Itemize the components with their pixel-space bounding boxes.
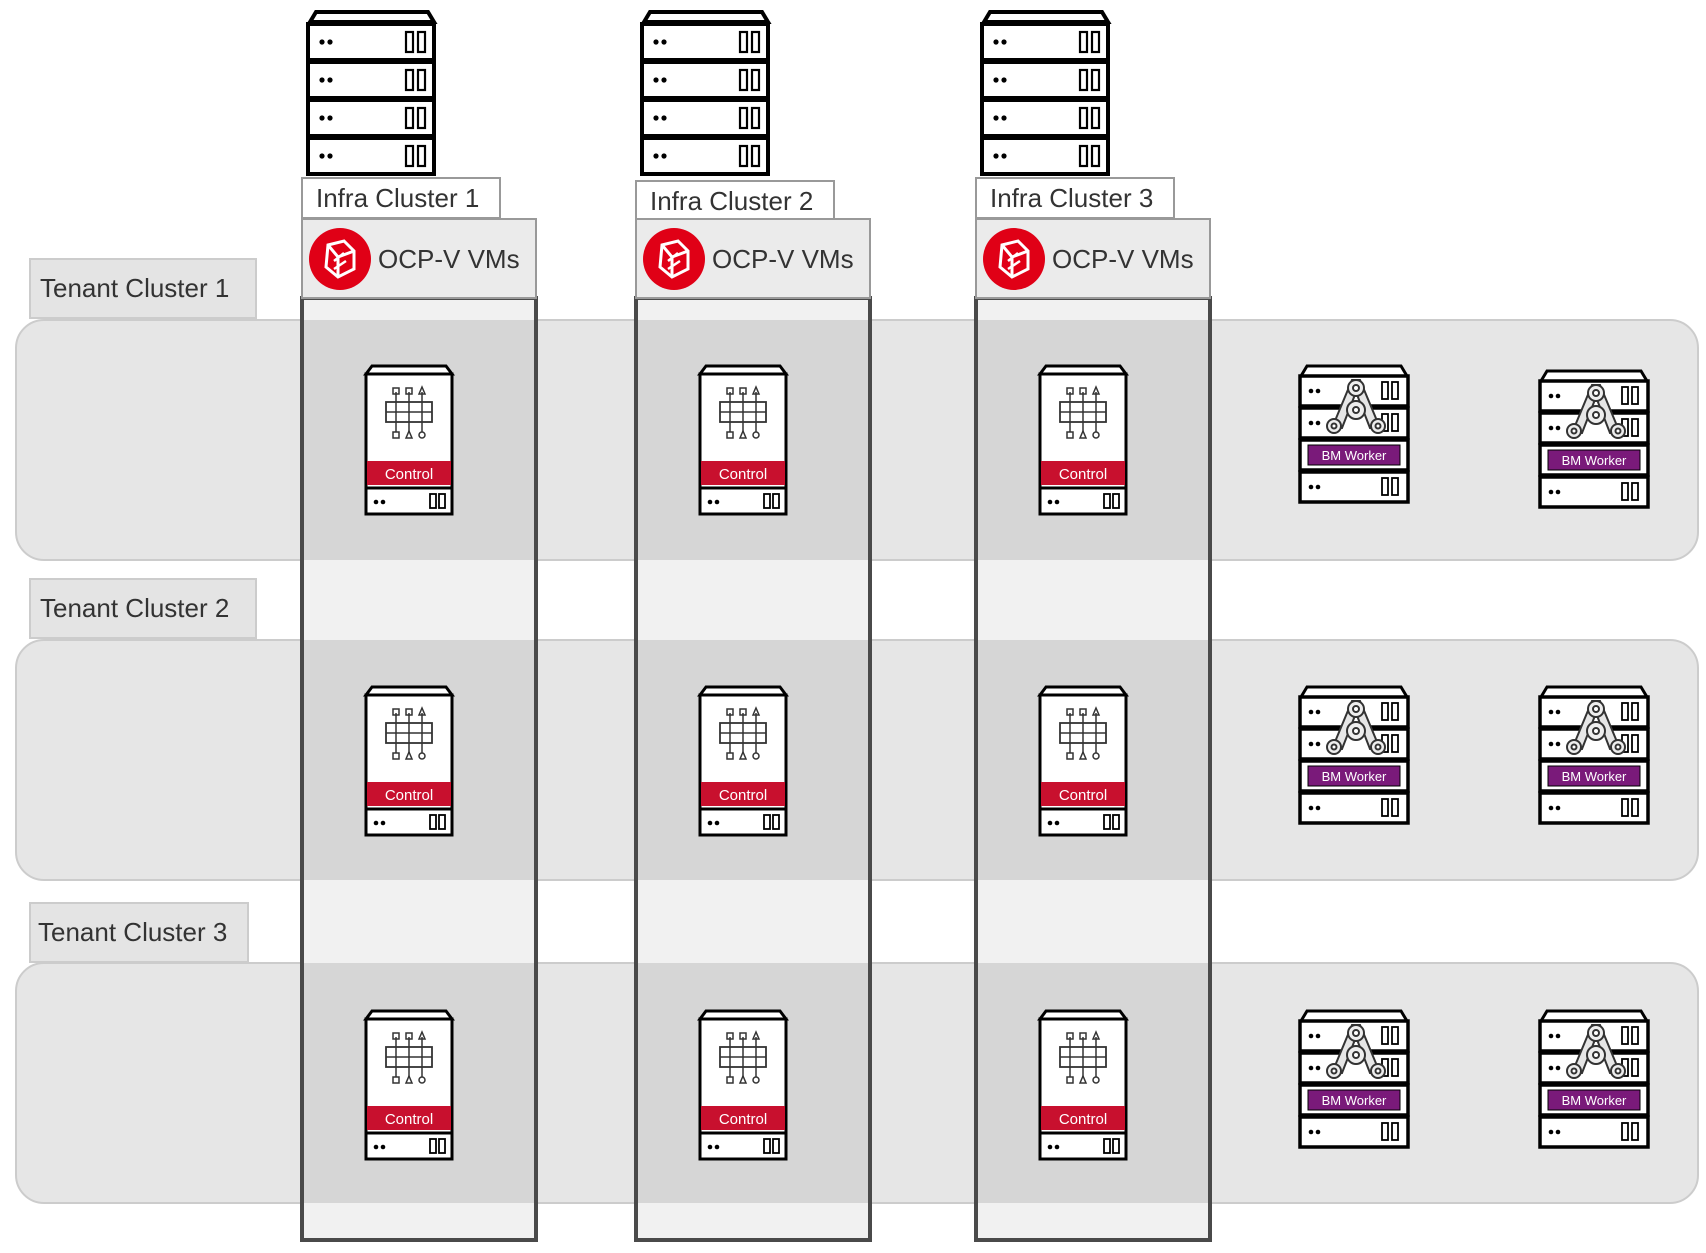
- control-label: Control: [719, 1111, 767, 1128]
- bare-metal-worker-icon: BM Worker: [1298, 364, 1410, 504]
- control-label: Control: [719, 787, 767, 804]
- vm-label: OCP-V VMs: [378, 244, 520, 274]
- openshift-virtualization-icon: [309, 228, 371, 290]
- control-plane-node-icon: Control: [697, 1009, 789, 1161]
- tenant-label-3: Tenant Cluster 3: [38, 917, 227, 947]
- control-plane-node-icon: Control: [363, 685, 455, 837]
- worker-label: BM Worker: [1322, 769, 1387, 784]
- vm-label: OCP-V VMs: [1052, 244, 1194, 274]
- tenant-label-1: Tenant Cluster 1: [40, 273, 229, 303]
- worker-label: BM Worker: [1562, 769, 1627, 784]
- control-label: Control: [1059, 787, 1107, 804]
- infra-label-box: [301, 177, 501, 219]
- worker-label: BM Worker: [1562, 1093, 1627, 1108]
- server-rack-icon: [306, 10, 438, 176]
- tenant-label-box-3: [29, 902, 249, 963]
- control-label: Control: [719, 466, 767, 483]
- server-rack-icon: [980, 10, 1112, 176]
- openshift-virtualization-icon: [983, 228, 1045, 290]
- infra-cluster-label: Infra Cluster 1: [316, 183, 479, 213]
- control-plane-node-icon: Control: [1037, 1009, 1129, 1161]
- control-label: Control: [385, 1111, 433, 1128]
- infra-cluster-label: Infra Cluster 2: [650, 186, 813, 216]
- server-rack-icon: [640, 10, 772, 176]
- control-label: Control: [385, 466, 433, 483]
- bare-metal-worker-icon: BM Worker: [1298, 1009, 1410, 1149]
- bare-metal-worker-icon: BM Worker: [1538, 369, 1650, 509]
- infra-label-box: [635, 180, 835, 222]
- control-label: Control: [1059, 1111, 1107, 1128]
- vm-label: OCP-V VMs: [712, 244, 854, 274]
- bare-metal-worker-icon: BM Worker: [1298, 685, 1410, 825]
- control-plane-node-icon: Control: [363, 364, 455, 516]
- control-label: Control: [1059, 466, 1107, 483]
- tenant-label-box-2: [29, 578, 257, 639]
- bare-metal-worker-icon: BM Worker: [1538, 685, 1650, 825]
- control-plane-node-icon: Control: [1037, 685, 1129, 837]
- infra-cluster-label: Infra Cluster 3: [990, 183, 1153, 213]
- control-plane-node-icon: Control: [697, 364, 789, 516]
- openshift-virtualization-icon: [643, 228, 705, 290]
- tenant-label-box-1: [29, 258, 257, 319]
- control-label: Control: [385, 787, 433, 804]
- tenant-label-2: Tenant Cluster 2: [40, 593, 229, 623]
- worker-label: BM Worker: [1322, 448, 1387, 463]
- worker-label: BM Worker: [1562, 453, 1627, 468]
- worker-label: BM Worker: [1322, 1093, 1387, 1108]
- control-plane-node-icon: Control: [363, 1009, 455, 1161]
- control-plane-node-icon: Control: [1037, 364, 1129, 516]
- control-plane-node-icon: Control: [697, 685, 789, 837]
- bare-metal-worker-icon: BM Worker: [1538, 1009, 1650, 1149]
